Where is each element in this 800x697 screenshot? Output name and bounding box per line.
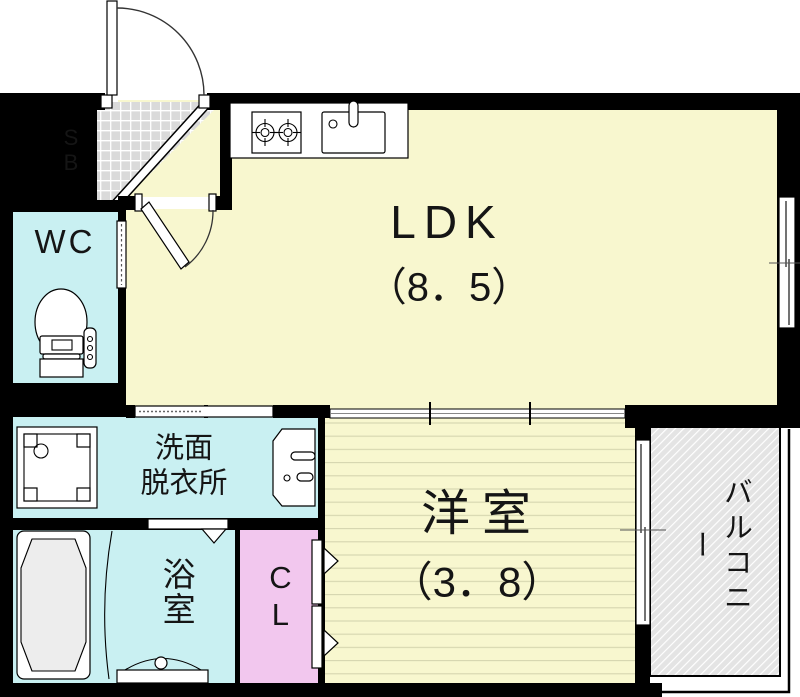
wall-segment [0, 93, 13, 697]
room-closet-floor [240, 530, 318, 683]
room-label-balcony: バルコニー [684, 477, 752, 617]
wall-segment [0, 93, 105, 110]
balcony-floor [649, 424, 781, 677]
room-western-floor [325, 418, 635, 683]
bathtub-icon [16, 530, 91, 680]
hall-door-icon [134, 193, 217, 270]
room-label-shoe-box: SB [58, 125, 84, 175]
washing-machine-pan-icon [16, 426, 98, 509]
shower-screen-icon [104, 530, 113, 680]
washbasin-icon [272, 428, 316, 507]
wall-segment [126, 405, 135, 418]
toilet-icon [34, 288, 97, 378]
hall-floor [117, 110, 220, 207]
wall-segment [625, 405, 780, 428]
room-label-bathroom: 浴室 [158, 557, 196, 627]
wall-segment [235, 518, 240, 683]
room-label-wc: WC [34, 222, 96, 260]
room-label-ldk: LDK [390, 195, 504, 248]
wall-segment [0, 683, 662, 697]
wall-segment [13, 383, 126, 417]
wall-segment [13, 200, 126, 212]
ldk-sliding-window-icon [769, 196, 800, 329]
room-label-western: 洋室 [420, 487, 544, 542]
genkan-step [109, 98, 212, 211]
western-sliding-window-icon [620, 439, 666, 626]
sliding-partition-icon [329, 402, 626, 425]
washroom-sliding-door-icon [134, 405, 274, 418]
room-size-ldk: （8．5） [366, 265, 532, 310]
wall-segment [220, 110, 232, 207]
walls [0, 93, 800, 697]
wc-sliding-door-icon [116, 220, 127, 289]
stove-burners-icon [251, 111, 302, 154]
wall-segment [13, 110, 97, 207]
room-label-closet: CL [262, 560, 298, 634]
wall-segment [273, 405, 330, 418]
bath-drain-icon [116, 656, 209, 684]
bathroom-folding-door-icon [147, 518, 229, 544]
balcony-railing [656, 429, 791, 694]
room-label-washroom: 洗面 脱衣所 [140, 432, 228, 500]
kitchen-sink-icon [321, 100, 386, 154]
entrance-door-icon [100, 0, 211, 109]
room-size-western: （3．8） [390, 558, 564, 606]
folding-closet-door-icon [311, 539, 339, 669]
wall-segment [118, 210, 126, 385]
kitchen-counter [229, 100, 409, 159]
